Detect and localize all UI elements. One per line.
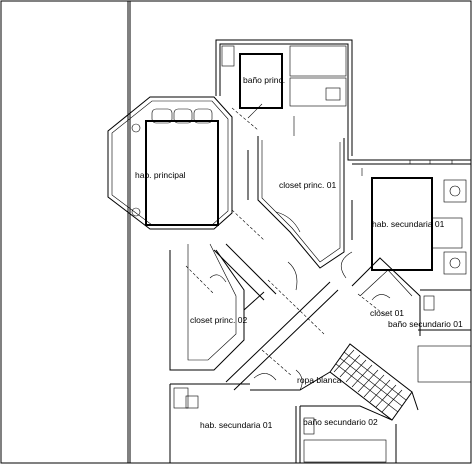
- room-label-bano-princ: baño princ.: [243, 75, 285, 85]
- stairs: [329, 343, 419, 421]
- room-label-closet-princ-01: closet princ. 01: [279, 180, 336, 190]
- closet-01-walls: [351, 257, 472, 383]
- exterior-walls: [127, 1, 131, 463]
- hab-secundaria-01-bottom-walls: [169, 383, 301, 463]
- hab-secundaria-01-right-walls: [347, 156, 471, 291]
- closet-princ-01-walls: [231, 116, 345, 269]
- bano-principal-walls: [215, 39, 353, 156]
- room-label-hab-secundaria-01-bottom: hab. secundaria 01: [200, 420, 273, 430]
- room-label-bano-secundario-02: baño secundario 02: [303, 417, 378, 427]
- room-label-hab-principal: hab. principal: [135, 170, 186, 180]
- room-label-closet-princ-02: closet princ. 02: [190, 315, 247, 325]
- bano-secundario-02-walls: [300, 405, 397, 463]
- hall-walls: [213, 243, 353, 391]
- room-label-closet-01: closet 01: [370, 308, 404, 318]
- room-label-ropa-blanca: ropa blanca: [297, 375, 342, 385]
- room-label-hab-secundaria-01-right: hab. secundaria 01: [372, 219, 445, 229]
- closet-princ-02-walls: [169, 243, 265, 371]
- ropa-blanca-walls: [250, 349, 331, 391]
- hab-principal-walls: [107, 96, 249, 230]
- room-label-bano-secundario-01: baño secundario 01: [388, 319, 463, 329]
